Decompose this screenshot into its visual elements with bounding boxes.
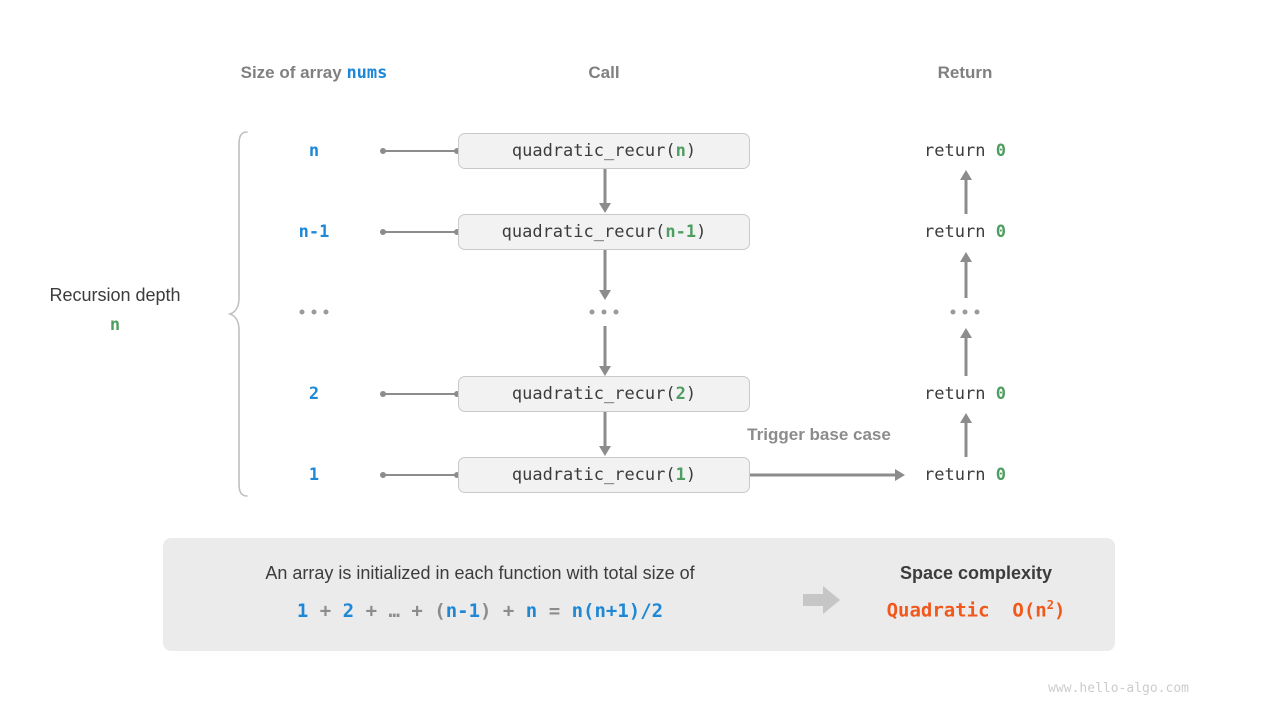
size-label-row-0: n [308, 141, 320, 161]
call-arg-row-3: 2 [675, 384, 686, 404]
column-header-size-var: nums [346, 63, 388, 83]
return-keyword-row-0: return [924, 141, 996, 161]
column-header-call: Call [588, 63, 620, 82]
formula-op-3: + [399, 600, 435, 622]
recursion-depth-value: n [109, 315, 121, 335]
formula-term-1: 1 [296, 600, 309, 622]
formula-op-1: + [308, 600, 343, 622]
space-complexity-title: Space complexity [899, 563, 1053, 583]
call-arrow-1-to-2 [598, 250, 611, 300]
call-ellipsis-row-2 [589, 309, 619, 315]
space-complexity-value: Quadratic O(n2) [887, 598, 1066, 621]
space-complexity-exponent: 2 [1046, 598, 1054, 612]
size-ellipsis-row-2 [299, 309, 329, 315]
call-name-row-0: quadratic_recur( [511, 141, 676, 161]
formula-equals: = [537, 600, 572, 622]
return-ellipsis-row-2 [950, 309, 980, 315]
connector-row-0 [381, 150, 459, 152]
connector-row-3 [381, 393, 459, 395]
return-value-row-1: 0 [995, 222, 1006, 242]
recursion-depth-brace [227, 130, 250, 498]
formula-ellipsis: … [388, 600, 400, 622]
summary-left: An array is initialized in each function… [265, 563, 694, 622]
return-label-row-0: return 0 [924, 141, 1006, 161]
return-arrow-3-to-2 [959, 328, 972, 376]
column-header-size-text: Size of array [240, 63, 347, 82]
formula-paren-close: ) [480, 600, 492, 622]
call-box-row-3[interactable]: quadratic_recur(2) [458, 376, 750, 412]
recursion-depth-caption: Recursion depth n [49, 285, 180, 335]
connector-row-1 [381, 231, 459, 233]
call-close-row-1: ) [696, 222, 707, 242]
formula-term-2: 2 [342, 600, 355, 622]
summary-right: Space complexity Quadratic O(n2) [887, 563, 1066, 621]
call-arrow-3-to-4 [598, 412, 611, 456]
space-complexity-name: Quadratic O(n [886, 599, 1047, 622]
call-box-row-4[interactable]: quadratic_recur(1) [458, 457, 750, 493]
column-header-return: Return [937, 63, 993, 82]
return-label-row-3: return 0 [924, 384, 1006, 404]
call-name-row-4: quadratic_recur( [511, 465, 676, 485]
return-keyword-row-1: return [924, 222, 996, 242]
connector-row-4 [381, 474, 459, 476]
formula-term-4: n [525, 600, 538, 622]
call-box-row-0[interactable]: quadratic_recur(n) [458, 133, 750, 169]
return-label-row-4: return 0 [924, 465, 1006, 485]
base-case-arrow [750, 468, 905, 482]
return-arrow-4-to-3 [959, 413, 972, 457]
size-label-row-1: n-1 [298, 222, 330, 242]
call-close-row-3: ) [685, 384, 697, 404]
formula-result: n(n+1)/2 [571, 600, 664, 622]
formula-term-3: n-1 [445, 600, 481, 622]
summary-panel [163, 538, 1115, 651]
call-close-row-0: ) [685, 141, 697, 161]
return-value-row-3: 0 [995, 384, 1006, 404]
summary-description: An array is initialized in each function… [265, 563, 695, 583]
call-box-row-1[interactable]: quadratic_recur(n-1) [458, 214, 750, 250]
size-label-row-4: 1 [308, 465, 320, 485]
trigger-base-case-note: Trigger base case [747, 425, 891, 444]
column-header-size: Size of array nums [241, 63, 388, 83]
formula-paren-open: ( [434, 600, 446, 622]
call-arrow-2-to-3 [598, 326, 611, 376]
call-name-row-1: quadratic_recur( [501, 222, 666, 242]
return-arrow-1-to-0 [959, 170, 972, 214]
call-arg-row-1: n-1 [665, 222, 697, 242]
call-arrow-0-to-1 [598, 169, 611, 213]
return-arrow-2-to-1 [959, 252, 972, 298]
call-close-row-4: ) [685, 465, 697, 485]
implies-arrow-icon [803, 585, 841, 615]
return-keyword-row-4: return [924, 465, 996, 485]
call-arg-row-4: 1 [675, 465, 686, 485]
size-label-row-3: 2 [308, 384, 320, 404]
return-value-row-4: 0 [995, 465, 1006, 485]
return-keyword-row-3: return [924, 384, 996, 404]
watermark: www.hello-algo.com [1048, 681, 1189, 696]
return-label-row-1: return 0 [924, 222, 1006, 242]
formula-op-2: + [354, 600, 389, 622]
recursion-depth-title: Recursion depth [49, 285, 181, 305]
formula-op-4: + [491, 600, 526, 622]
summary-formula: 1 + 2 + … + (n-1) + n = n(n+1)/2 [265, 600, 694, 622]
call-name-row-3: quadratic_recur( [511, 384, 676, 404]
space-complexity-tail: ) [1053, 599, 1066, 622]
return-value-row-0: 0 [995, 141, 1006, 161]
call-arg-row-0: n [675, 141, 686, 161]
